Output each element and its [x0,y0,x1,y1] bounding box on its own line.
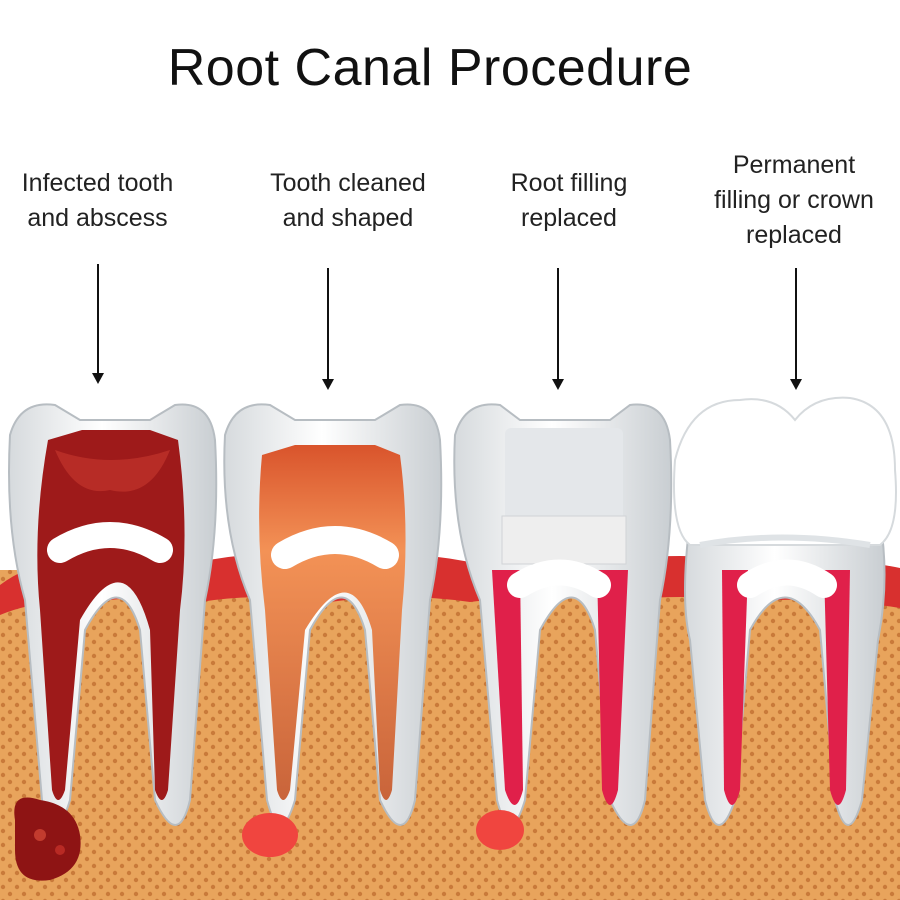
step-label-crown: Permanent filling or crown replaced [694,148,894,253]
apical-tissue [476,810,524,850]
step-label-line: filling or crown [714,186,874,214]
step-label-infected: Infected tooth and abscess [0,166,195,236]
arrow-down-icon [552,268,564,390]
temporary-filling [505,428,623,520]
tooth-cleaned [223,403,443,857]
infected-pulp [37,430,185,800]
tooth-root-filling [453,403,673,850]
step-label-line: Tooth cleaned [270,169,426,197]
step-label-line: replaced [521,204,617,232]
step-label-line: Infected tooth [21,169,174,197]
tooth-infected [8,403,218,881]
gum-tissue [0,554,900,615]
step-label-cleaned: Tooth cleaned and shaped [248,166,448,236]
jaw-bone [0,570,900,900]
diagram-title: Root Canal Procedure [167,39,693,97]
teeth-illustration [0,396,900,900]
tooth-crown [673,396,897,826]
step-label-line: and abscess [27,204,168,232]
root-filling-right [597,570,628,805]
root-filling-left [492,570,523,805]
step-label-line: Root filling [510,169,628,197]
root-filling-left [722,570,748,805]
arrow-down-icon [790,268,802,390]
step-label-line: replaced [746,221,842,249]
abscess [14,797,81,881]
apical-tissue [242,813,298,857]
arrow-down-icon [92,264,104,384]
step-label-line: and shaped [282,204,414,232]
root-filling-right [824,570,850,805]
sealant-layer [501,515,627,565]
step-label-root-filling: Root filling replaced [484,166,654,236]
crown-cap [673,396,897,546]
step-label-line: Permanent [732,151,856,179]
arrow-down-icon [322,268,334,390]
